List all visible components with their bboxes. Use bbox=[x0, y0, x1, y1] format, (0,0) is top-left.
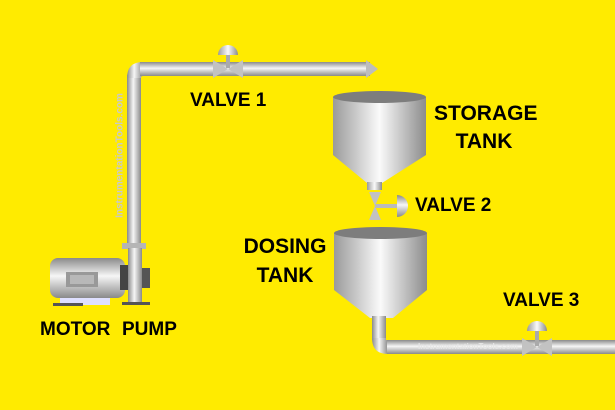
pump bbox=[122, 248, 150, 305]
valve-3-label: VALVE 3 bbox=[503, 290, 580, 311]
valve-2[interactable] bbox=[369, 192, 408, 220]
dosing-tank-label-line2: TANK bbox=[256, 264, 314, 287]
pump-label: PUMP bbox=[122, 319, 177, 340]
watermark-vertical: InstrumentationTools.com bbox=[114, 93, 126, 218]
valve-3[interactable] bbox=[522, 321, 552, 356]
storage-tank-label-line2: TANK bbox=[455, 130, 513, 153]
watermark-horizontal: InstrumentationTools.com bbox=[418, 342, 518, 351]
motor bbox=[50, 258, 128, 306]
storage-tank bbox=[333, 91, 426, 190]
motor-label: MOTOR bbox=[40, 319, 111, 340]
outlet-pipe bbox=[372, 316, 615, 354]
valve-1-label: VALVE 1 bbox=[190, 90, 267, 111]
dosing-tank-label-line1: DOSING bbox=[243, 235, 327, 258]
dosing-tank bbox=[334, 227, 427, 318]
valve-1[interactable] bbox=[213, 45, 243, 78]
valve-2-label: VALVE 2 bbox=[415, 195, 492, 216]
discharge-pipe bbox=[122, 60, 378, 249]
storage-tank-label-line1: STORAGE bbox=[434, 102, 538, 125]
